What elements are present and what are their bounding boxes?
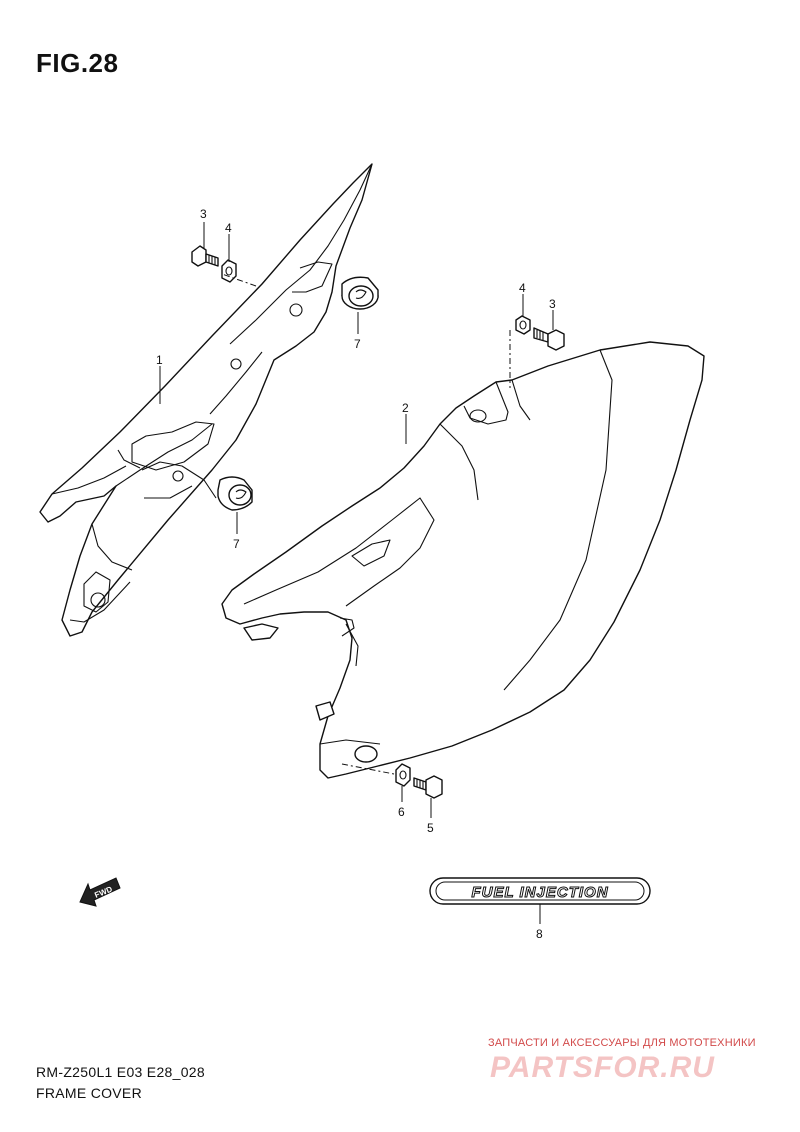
part-2-right-side-cover[interactable] bbox=[221, 341, 705, 779]
callout-7-upper: 7 bbox=[354, 337, 361, 351]
part-3-bolt-right[interactable] bbox=[533, 327, 565, 351]
watermark-caption: ЗАПЧАСТИ И АКСЕССУАРЫ ДЛЯ МОТОТЕХНИКИ bbox=[488, 1037, 756, 1049]
figure-title: FIG.28 bbox=[36, 48, 119, 78]
part-4-washer-right[interactable] bbox=[515, 315, 531, 335]
callout-5: 5 bbox=[427, 821, 434, 835]
part-4-washer-left[interactable] bbox=[221, 259, 237, 283]
part-1-left-frame-cover[interactable] bbox=[39, 163, 373, 637]
callout-7-lower: 7 bbox=[233, 537, 240, 551]
decal-text: FUEL INJECTION bbox=[471, 884, 608, 901]
part-8-fuel-injection-decal[interactable]: FUEL INJECTION bbox=[429, 877, 651, 905]
callout-2: 2 bbox=[402, 401, 409, 415]
part-5-bolt-bottom[interactable] bbox=[413, 775, 443, 799]
part-7-grommet-upper[interactable] bbox=[341, 276, 379, 310]
watermark-logo: PARTSFOR.RU bbox=[490, 1051, 715, 1084]
part-6-washer-bottom[interactable] bbox=[395, 763, 411, 787]
callout-6: 6 bbox=[398, 805, 405, 819]
callout-1: 1 bbox=[156, 353, 163, 367]
fwd-arrow-icon: FWD bbox=[79, 877, 121, 907]
leader-lines bbox=[159, 222, 554, 924]
callout-4-right: 4 bbox=[519, 281, 526, 295]
part-3-bolt-left[interactable] bbox=[191, 245, 219, 267]
diagram-code: RM-Z250L1 E03 E28_028 bbox=[36, 1064, 205, 1080]
callout-3-left: 3 bbox=[200, 207, 207, 221]
callout-8: 8 bbox=[536, 927, 543, 941]
diagram-name: FRAME COVER bbox=[36, 1085, 142, 1101]
callout-4-left: 4 bbox=[225, 221, 232, 235]
callout-3-right: 3 bbox=[549, 297, 556, 311]
part-7-grommet-lower[interactable] bbox=[217, 476, 253, 511]
